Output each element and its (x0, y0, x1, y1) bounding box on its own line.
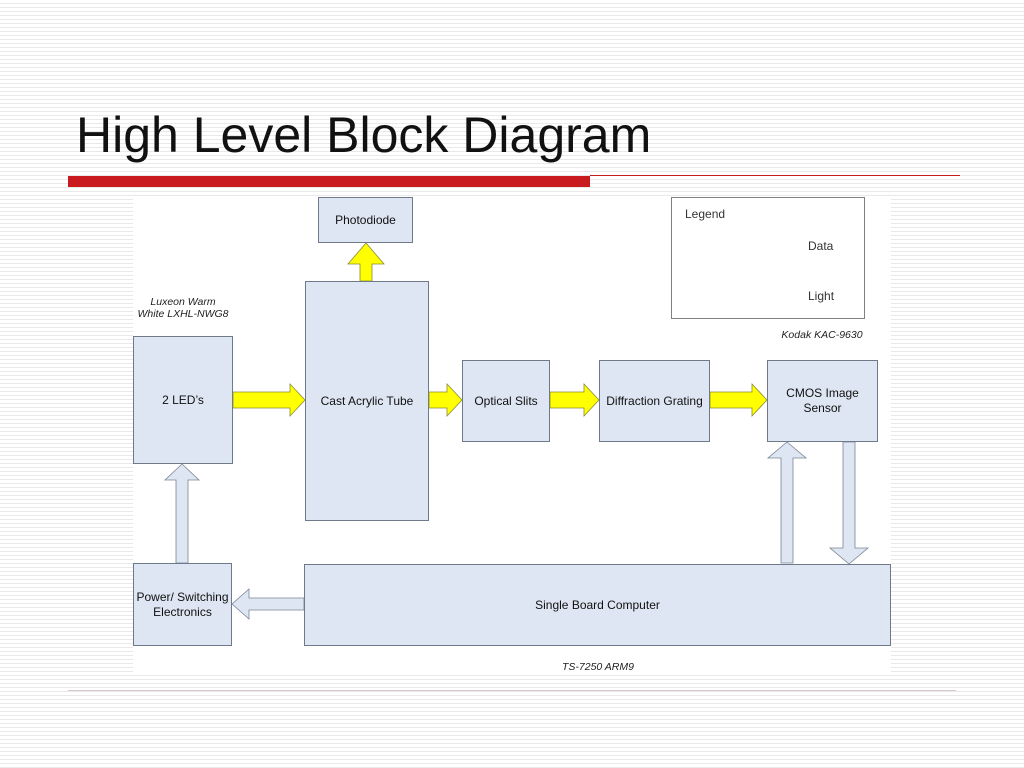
light-arrow-leds-to-tube (232, 382, 306, 418)
legend-data-label: Data (808, 239, 834, 253)
title-underline-red (68, 176, 590, 187)
slide-title: High Level Block Diagram (76, 107, 652, 163)
data-arrow-power-to-leds (163, 463, 201, 564)
footer-rule (68, 690, 956, 691)
light-arrow-to-photodiode (347, 242, 385, 282)
light-arrow-grating-to-cmos (709, 382, 768, 418)
photodiode-block: Photodiode (318, 197, 413, 243)
optical-slits-block: Optical Slits (462, 360, 550, 442)
cmos-image-sensor-block: CMOS Image Sensor (767, 360, 878, 442)
single-board-computer-block: Single Board Computer (304, 564, 891, 646)
data-arrow-cmos-to-sbc (828, 441, 870, 565)
leds-block: 2 LED’s (133, 336, 233, 464)
legend-title: Legend (685, 207, 726, 221)
led-part-note: Luxeon Warm White LXHL-NWG8 (137, 296, 229, 320)
diffraction-grating-block: Diffraction Grating (599, 360, 710, 442)
block-diagram: Photodiode 2 LED’s Cast Acrylic Tube Opt… (133, 196, 891, 673)
data-arrow-sbc-to-power (231, 588, 305, 620)
light-arrow-tube-to-slits (428, 382, 463, 418)
legend-light-label: Light (808, 289, 835, 303)
cast-acrylic-tube-block: Cast Acrylic Tube (305, 281, 429, 521)
sensor-part-note: Kodak KAC-9630 (781, 329, 863, 341)
legend-box (671, 197, 865, 319)
light-arrow-slits-to-grating (549, 382, 600, 418)
sbc-part-note: TS-7250 ARM9 (562, 661, 634, 673)
data-arrow-sbc-to-cmos (766, 441, 808, 564)
power-switching-electronics-block: Power/ Switching Electronics (133, 563, 232, 646)
title-underline-thin (590, 175, 960, 176)
